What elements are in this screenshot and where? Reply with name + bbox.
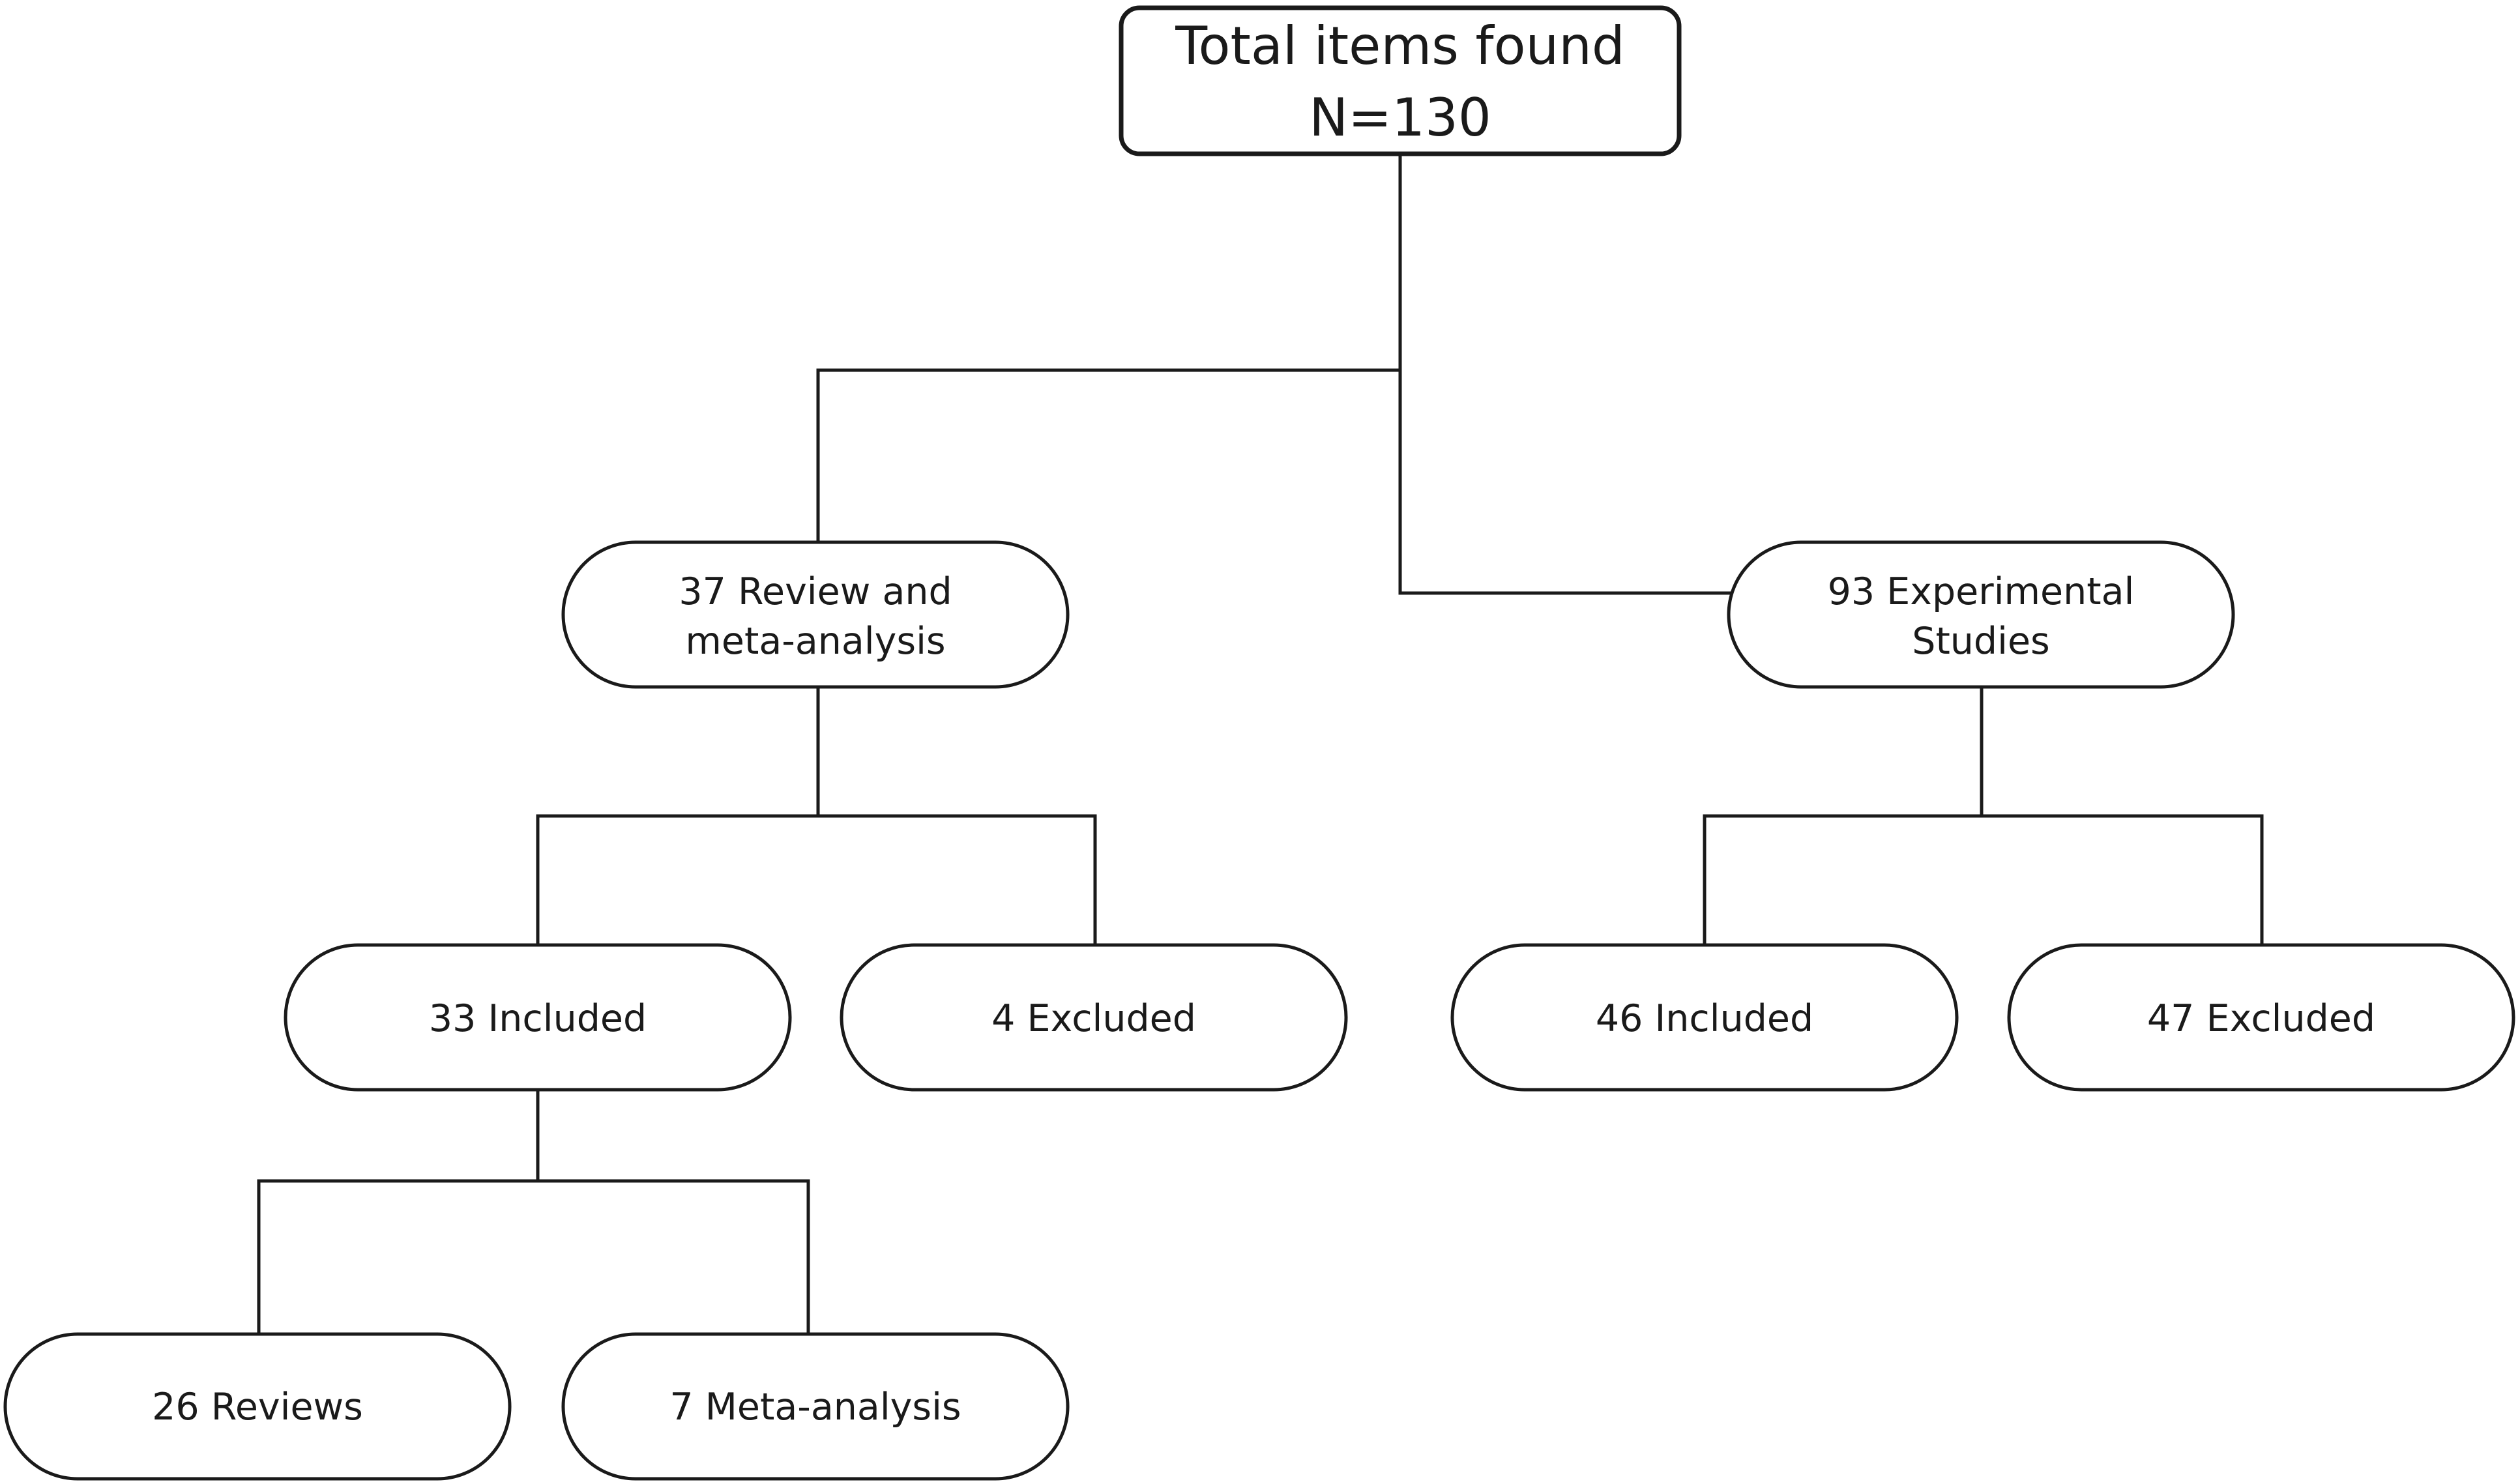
experimental-included-node-box: [1450, 943, 1959, 1092]
review-included-node: 33 Included: [284, 943, 792, 1092]
experimental-branch-label-line2: Studies: [1912, 620, 2049, 663]
review-branch-node-box: [561, 540, 1070, 689]
connector-included-split: [257, 1088, 810, 1335]
experimental-excluded-node: 47 Excluded: [2007, 943, 2515, 1092]
root-node-label-line1: Total items found: [1175, 16, 1624, 76]
review-branch-node: 37 Review and meta-analysis: [561, 540, 1070, 689]
connectors: [257, 153, 2264, 1335]
review-excluded-node: 4 Excluded: [840, 943, 1348, 1092]
experimental-included-label: 46 Included: [1596, 997, 1813, 1040]
meta-analysis-node-box: [561, 1332, 1070, 1481]
experimental-branch-label-line1: 93 Experimental: [1828, 570, 2135, 613]
reviews-node: 26 Reviews: [3, 1332, 512, 1481]
root-node: Total items found N=130: [1119, 5, 1682, 156]
experimental-excluded-node-box: [2007, 943, 2515, 1092]
connector-root-to-review: [816, 368, 1402, 544]
root-node-label-line2: N=130: [1309, 87, 1491, 148]
review-included-label: 33 Included: [429, 997, 647, 1040]
connector-experimental-split: [1703, 685, 2264, 946]
review-branch-label-line1: 37 Review and: [679, 570, 952, 613]
reviews-node-box: [3, 1332, 512, 1481]
review-excluded-node-box: [840, 943, 1348, 1092]
experimental-included-node: 46 Included: [1450, 943, 1959, 1092]
connector-root-trunk: [1398, 153, 1744, 595]
review-included-node-box: [284, 943, 792, 1092]
reviews-label: 26 Reviews: [152, 1386, 363, 1429]
root-node-box: [1119, 5, 1682, 156]
experimental-branch-node: 93 Experimental Studies: [1727, 540, 2235, 689]
experimental-branch-node-box: [1727, 540, 2235, 689]
experimental-excluded-label: 47 Excluded: [2147, 997, 2375, 1040]
meta-analysis-label: 7 Meta-analysis: [669, 1386, 961, 1429]
review-excluded-label: 4 Excluded: [991, 997, 1196, 1040]
connector-review-split: [536, 685, 1097, 946]
review-branch-label-line2: meta-analysis: [685, 620, 945, 663]
meta-analysis-node: 7 Meta-analysis: [561, 1332, 1070, 1481]
